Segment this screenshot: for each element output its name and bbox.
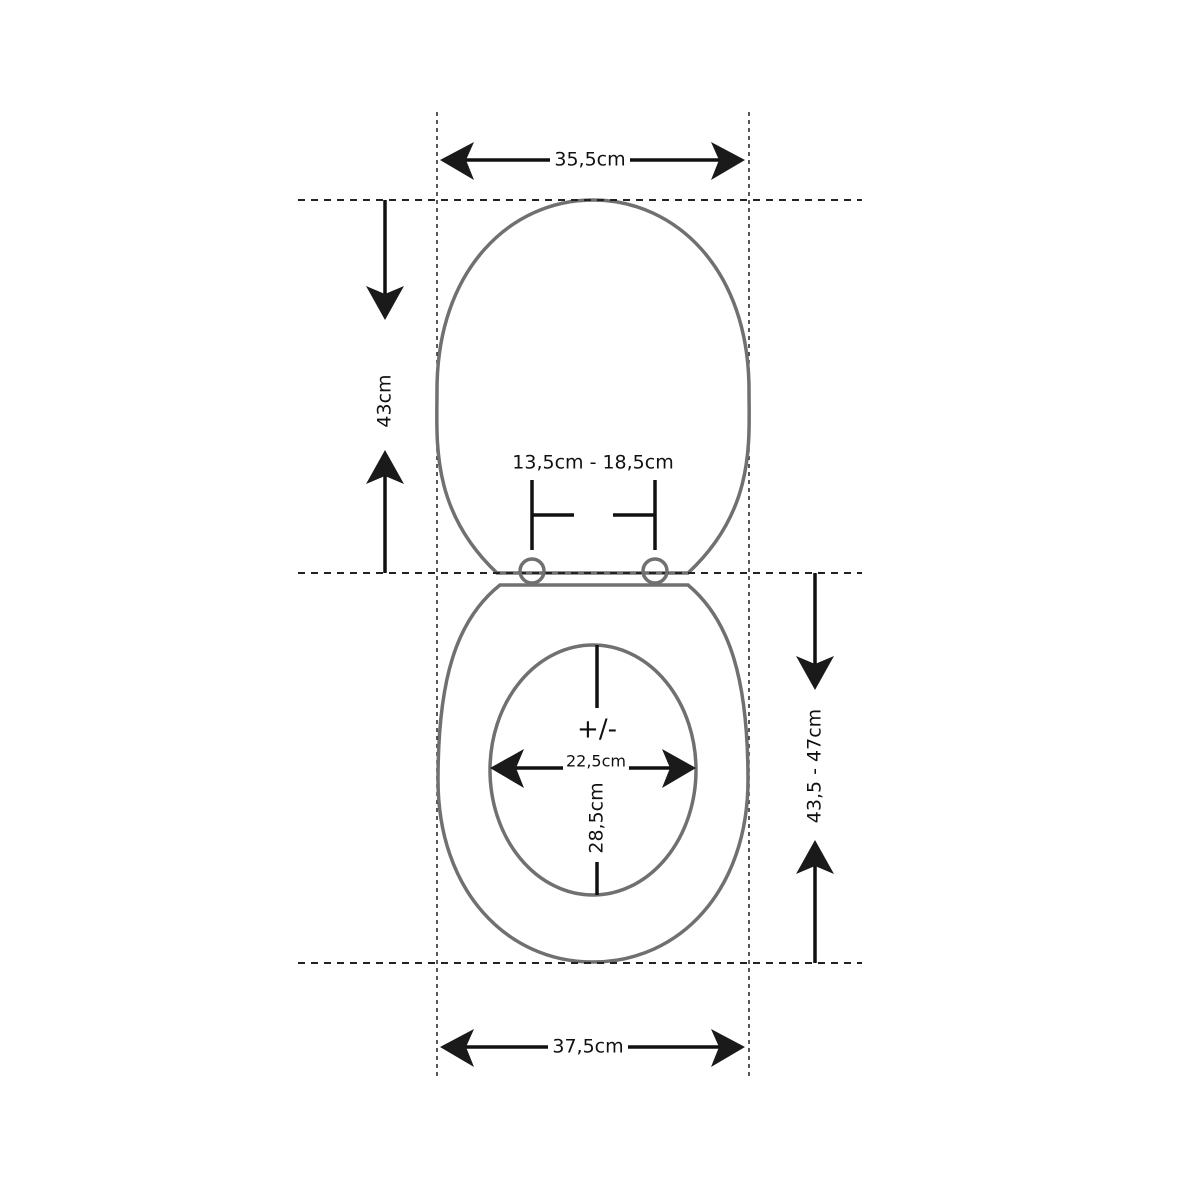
lid-width-label: 35,5cm — [554, 149, 625, 171]
lid-width-dimension: 35,5cm — [440, 142, 745, 180]
seat-length-dimension: 43,5 - 47cm — [796, 573, 834, 963]
seat-length-label: 43,5 - 47cm — [804, 709, 826, 823]
horizontal-guides — [298, 199, 862, 964]
opening-length-label: 28,5cm — [586, 782, 608, 853]
lid-length-label: 43cm — [374, 374, 396, 427]
opening-dimensions: +/- 22,5cm 28,5cm — [490, 645, 696, 895]
seat-width-dimension: 37,5cm — [440, 1029, 745, 1067]
seat-width-label: 37,5cm — [552, 1036, 623, 1058]
hinge-spacing-marker — [530, 480, 657, 550]
hinge-spacing-label: 13,5cm - 18,5cm — [512, 452, 673, 474]
guide-lines — [436, 112, 750, 1076]
lid-outline — [435, 198, 751, 575]
hinge-right — [641, 557, 669, 585]
hinge-left — [518, 557, 546, 585]
lid-length-dimension: 43cm — [366, 200, 404, 573]
tolerance-label: +/- — [577, 715, 617, 745]
opening-width-label: 22,5cm — [566, 752, 626, 771]
